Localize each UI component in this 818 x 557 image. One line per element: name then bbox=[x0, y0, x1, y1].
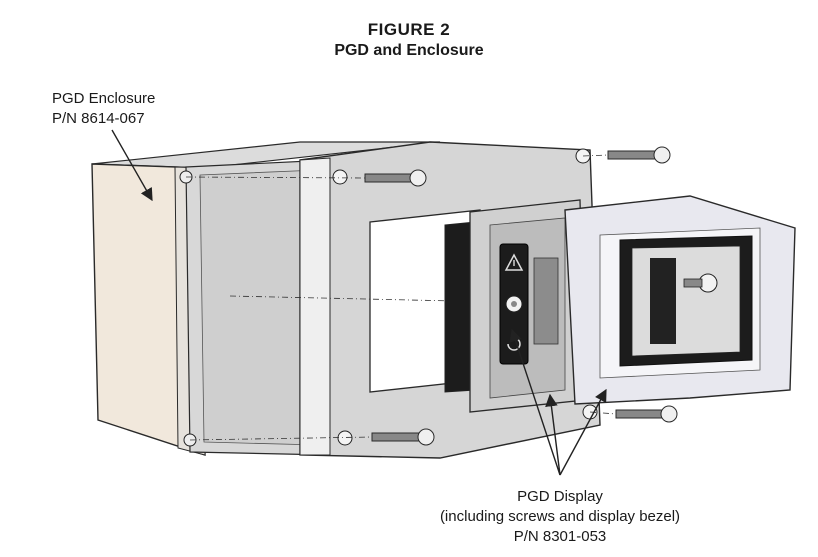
display-leader-arrow bbox=[509, 328, 561, 476]
bezel-window-frame bbox=[631, 245, 741, 357]
enclosure-part-number: P/N 8614-067 bbox=[52, 110, 145, 127]
display-leader-arrow bbox=[559, 388, 607, 476]
screw bbox=[607, 146, 671, 164]
screws bbox=[364, 146, 678, 446]
pgd-enclosure bbox=[91, 141, 441, 456]
screw bbox=[615, 405, 678, 423]
enclosure-callout: PGD Enclosure P/N 8614-067 bbox=[52, 89, 155, 129]
bezel-screw-shaft bbox=[683, 278, 703, 288]
warning-triangle-icon bbox=[504, 253, 524, 271]
leader-arrows bbox=[111, 129, 607, 476]
enter-arrow-icon bbox=[505, 295, 523, 313]
figure-number: FIGURE 2 bbox=[367, 20, 451, 39]
enclosure-name: PGD Enclosure bbox=[52, 90, 156, 107]
display-callout: PGD Display (including screws and displa… bbox=[400, 487, 720, 547]
pgd-display bbox=[444, 199, 586, 413]
display-part-number: P/N 8301-053 bbox=[513, 528, 607, 545]
lid-screw-hole bbox=[332, 169, 348, 185]
screw bbox=[364, 169, 427, 187]
display-screen bbox=[533, 257, 559, 345]
display-name: PGD Display bbox=[517, 488, 603, 505]
display-leader-arrow bbox=[545, 393, 561, 476]
display-note: (including screws and display bezel) bbox=[439, 508, 681, 525]
enclosure-leader-arrow bbox=[111, 129, 153, 202]
display-bezel bbox=[564, 195, 796, 405]
figure-title: PGD and Enclosure bbox=[334, 42, 484, 59]
bezel-button-strip bbox=[650, 258, 676, 344]
lid-screw-hole bbox=[337, 430, 353, 446]
lid-edge bbox=[299, 157, 331, 456]
